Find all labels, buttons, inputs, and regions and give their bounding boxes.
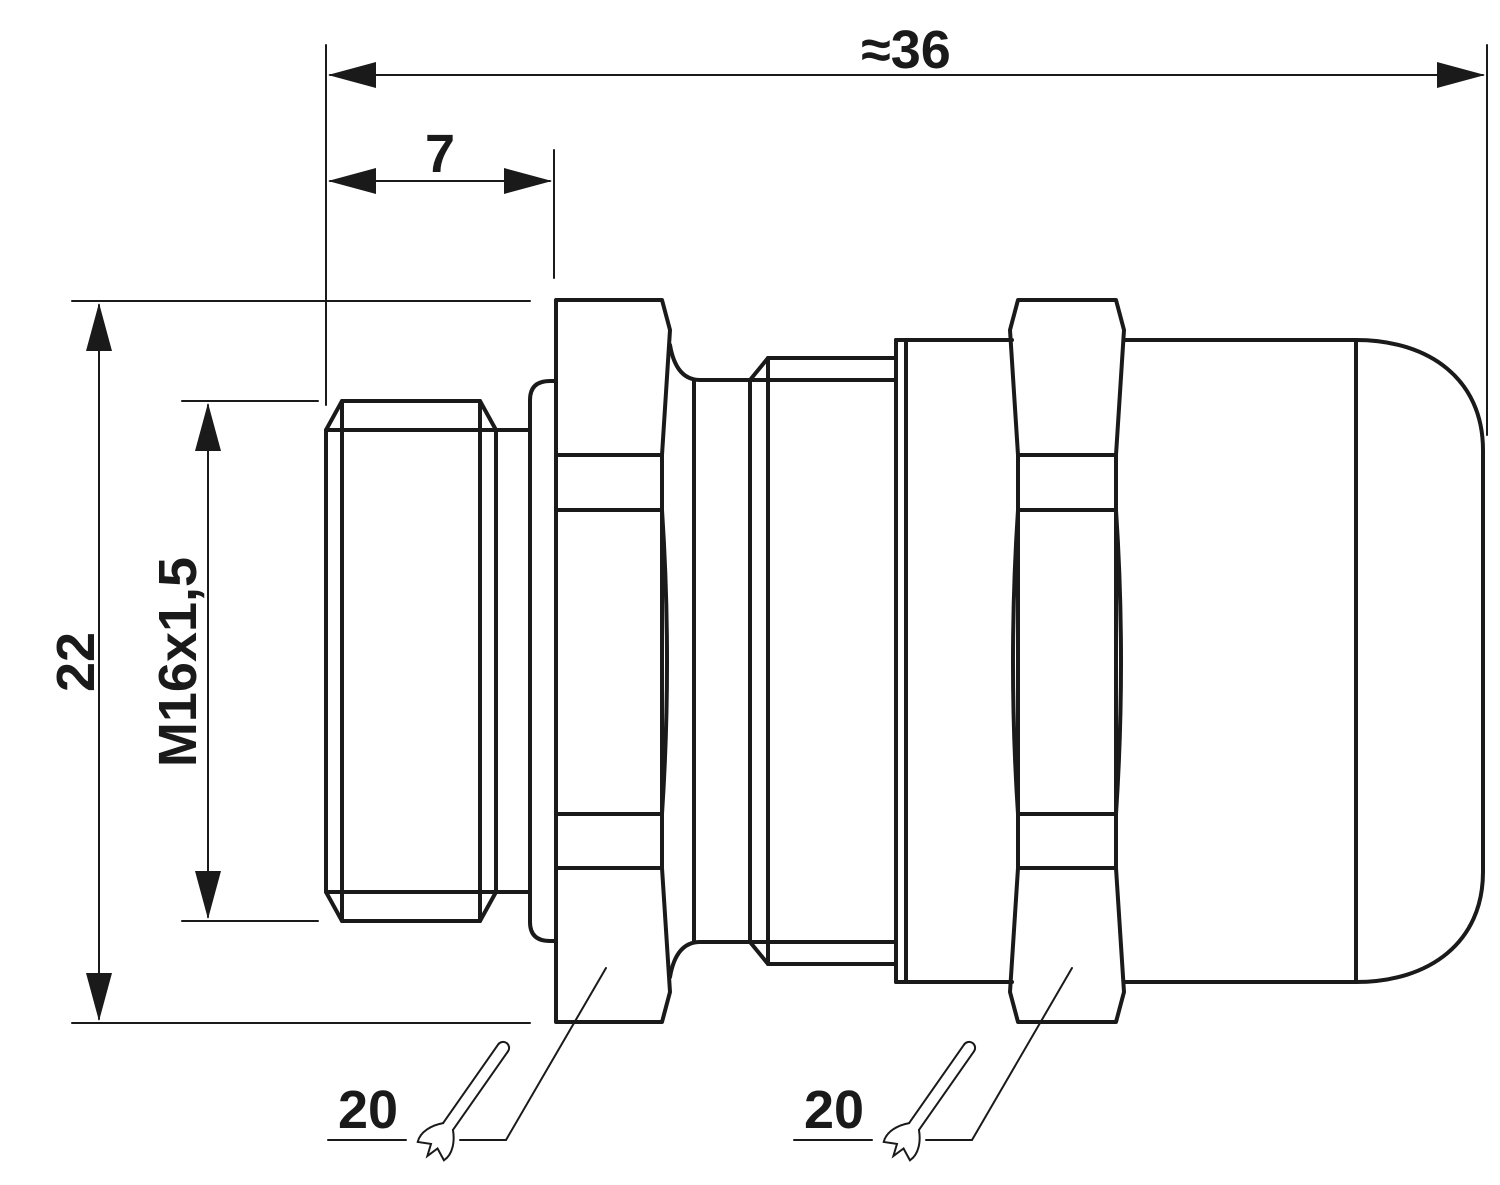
overall-length-label: ≈36 — [861, 20, 951, 80]
thread-size-dimension: M16x1,5 — [148, 400, 319, 922]
cap-hex-nut — [1008, 298, 1126, 1024]
thread-length-label: 7 — [425, 124, 455, 184]
wrench-icon — [416, 1040, 511, 1162]
thread-body — [324, 399, 498, 923]
front-wrench-callout: 20 — [327, 967, 607, 1162]
cap-wrench-callout: 20 — [793, 967, 1073, 1162]
overall-length-dimension: ≈36 — [325, 20, 1488, 436]
thread-size-label: M16x1,5 — [148, 557, 208, 767]
cap-body — [894, 338, 1014, 984]
outer-height-label: 22 — [46, 632, 106, 692]
cap-wrench-size: 20 — [804, 1080, 864, 1140]
front-wrench-size: 20 — [338, 1080, 398, 1140]
front-hex-nut — [554, 298, 672, 1024]
sealing-cap — [1122, 338, 1485, 984]
body-collar — [668, 343, 767, 979]
thread-neck — [494, 379, 558, 943]
outer-height-dimension: 22 — [46, 300, 531, 1024]
intermediate-sleeve — [748, 356, 898, 966]
wrench-icon — [882, 1040, 977, 1162]
thread-length-dimension: 7 — [328, 124, 555, 279]
